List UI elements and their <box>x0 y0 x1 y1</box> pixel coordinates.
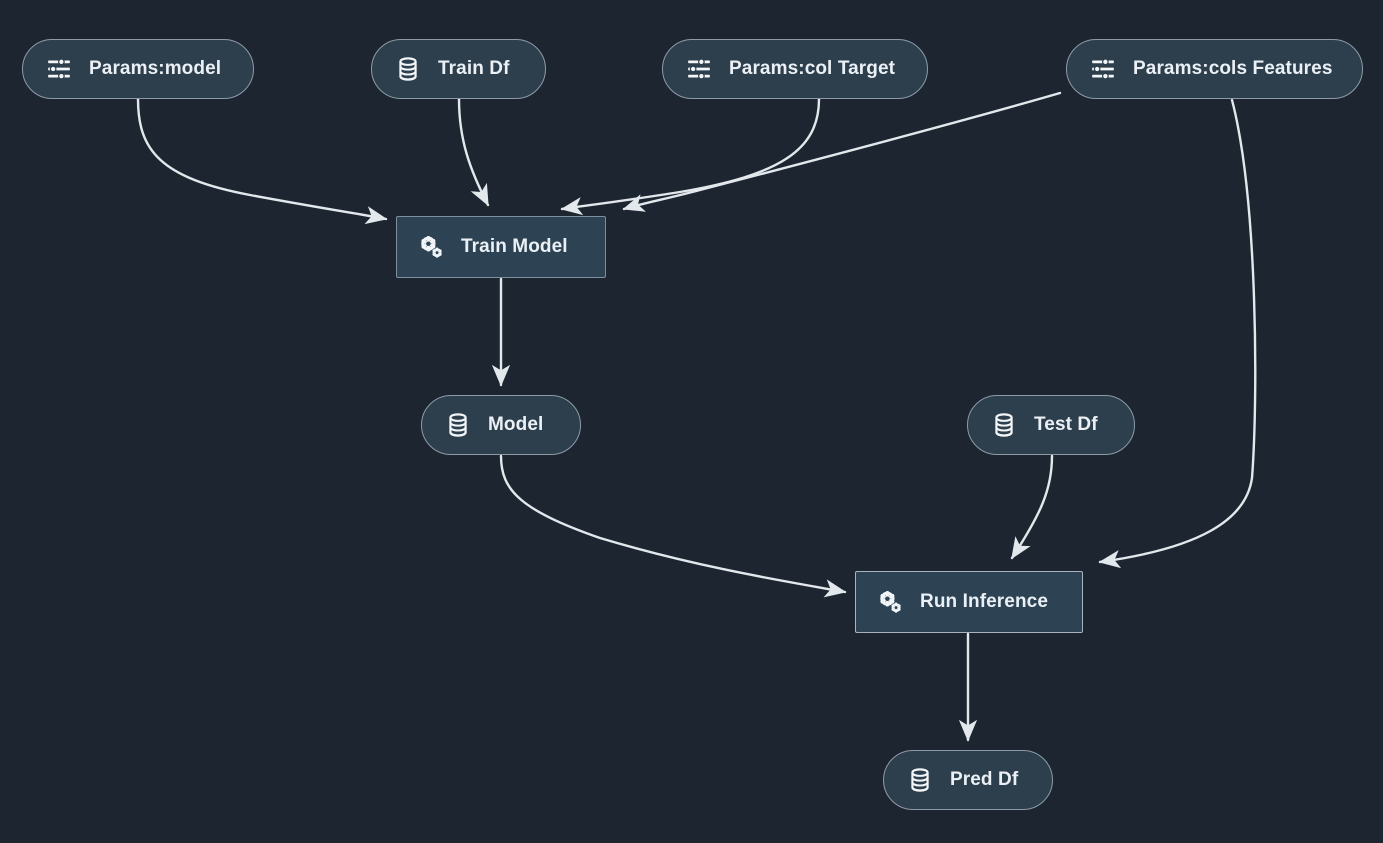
node-label: Params:cols Features <box>1133 58 1333 79</box>
node-label: Params:model <box>89 58 222 79</box>
database-icon <box>449 413 467 437</box>
sliders-icon <box>688 58 710 80</box>
node-label: Run Inference <box>920 591 1048 612</box>
edge-test-df-to-run-inference <box>1010 454 1054 560</box>
edge-params-col-target-to-train-model <box>560 97 821 216</box>
cogs-icon <box>876 588 904 616</box>
sliders-icon <box>685 55 713 83</box>
node-label: Test Df <box>1034 414 1098 435</box>
database-icon <box>911 768 929 792</box>
cogs-icon <box>880 591 901 613</box>
database-icon <box>995 413 1013 437</box>
node-label: Params:col Target <box>729 58 896 79</box>
node-label: Pred Df <box>950 769 1019 790</box>
cogs-icon <box>417 233 445 261</box>
sliders-icon <box>45 55 73 83</box>
database-icon <box>444 411 472 439</box>
edge-params-cols-features-to-train-model <box>622 91 1062 212</box>
cogs-icon <box>421 236 442 258</box>
edge-model-to-run-inference <box>499 454 847 598</box>
node-params-col-target[interactable]: Params:col Target <box>662 39 928 99</box>
database-icon <box>990 411 1018 439</box>
node-train-df[interactable]: Train Df <box>371 39 546 99</box>
sliders-icon <box>1089 55 1117 83</box>
database-icon <box>399 57 417 81</box>
node-train-model[interactable]: Train Model <box>396 216 606 278</box>
edge-params-model-to-train-model <box>136 97 388 225</box>
edge-params-cols-features-to-run-inference <box>1098 98 1257 569</box>
node-label: Train Model <box>461 236 568 257</box>
sliders-icon <box>48 58 70 80</box>
node-run-inference[interactable]: Run Inference <box>855 571 1083 633</box>
database-icon <box>906 766 934 794</box>
node-pred-df[interactable]: Pred Df <box>883 750 1053 810</box>
edge-train-df-to-train-model <box>457 97 490 207</box>
sliders-icon <box>1092 58 1114 80</box>
node-label: Train Df <box>438 58 510 79</box>
node-params-cols-features[interactable]: Params:cols Features <box>1066 39 1363 99</box>
node-label: Model <box>488 414 544 435</box>
node-params-model[interactable]: Params:model <box>22 39 254 99</box>
node-test-df[interactable]: Test Df <box>967 395 1135 455</box>
database-icon <box>394 55 422 83</box>
node-model[interactable]: Model <box>421 395 581 455</box>
